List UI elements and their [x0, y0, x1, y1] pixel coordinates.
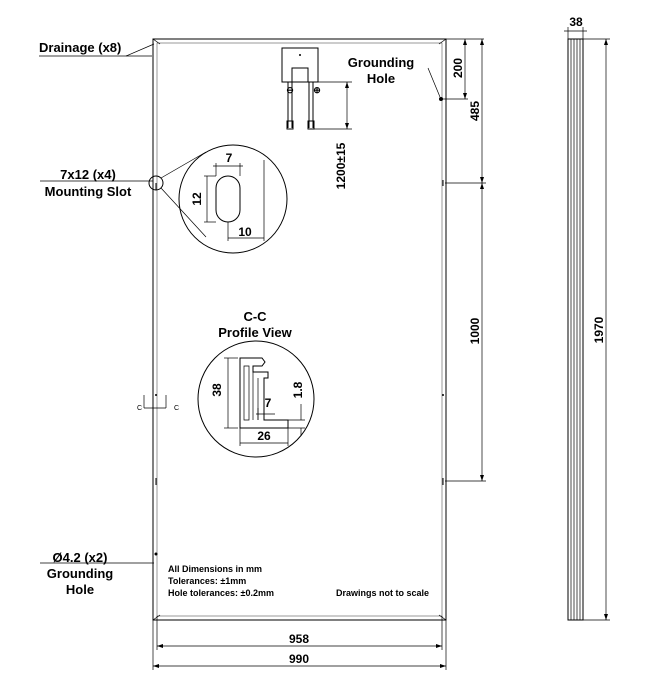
profile-height-label: 38 [210, 383, 224, 397]
dim-200: 200 [451, 58, 465, 78]
notes-line2: Tolerances: ±1mm [168, 576, 246, 586]
junction-box: ⊖ ⊕ [281, 47, 321, 130]
bottom-dimensions: 958 990 [152, 616, 447, 670]
dim-1000: 1000 [468, 317, 482, 344]
notes-line1: All Dimensions in mm [168, 564, 262, 574]
grounding-bottom-line1: Ø4.2 (x2) [53, 550, 108, 565]
mounting-slot-label-line2: Mounting Slot [45, 184, 132, 199]
drainage-label: Drainage (x8) [39, 40, 121, 55]
mounting-slot-detail: 7 12 10 [178, 144, 288, 254]
slot-offset-label: 10 [238, 225, 252, 239]
grounding-bottom-line3: Hole [66, 582, 94, 597]
grounding-hole-label-line1: Grounding [348, 55, 414, 70]
grounding-hole-bottom-marker [154, 552, 158, 556]
side-view: 38 1970 [564, 15, 610, 621]
profile-thickness-label: 1.8 [291, 381, 305, 398]
notes-line3: Hole tolerances: ±0.2mm [168, 588, 274, 598]
grounding-hole-label-line2: Hole [367, 71, 395, 86]
grounding-hole-top-marker [439, 97, 443, 101]
profile-title-line1: C-C [243, 309, 267, 324]
section-c-right: C [174, 405, 179, 412]
not-to-scale-note: Drawings not to scale [336, 588, 429, 598]
profile-view-detail: 38 1.8 7 26 [197, 340, 315, 458]
profile-gap-label: 7 [265, 396, 272, 410]
plus-terminal: ⊕ [313, 85, 321, 95]
dim-990: 990 [289, 652, 309, 666]
grounding-bottom-line2: Grounding [47, 566, 113, 581]
cable-length-label: 1200±15 [334, 142, 348, 189]
dim-958: 958 [289, 632, 309, 646]
slot-height-label: 12 [190, 192, 204, 206]
dim-1970: 1970 [592, 316, 606, 343]
profile-width-label: 26 [257, 429, 271, 443]
dim-485: 485 [468, 101, 482, 121]
right-dimensions: 200 485 1000 [440, 38, 486, 482]
section-markers: C C [137, 395, 179, 412]
cable-length-dimension: 1200±15 [314, 81, 352, 189]
panel-frame [152, 38, 447, 621]
section-c-left: C [137, 405, 142, 412]
profile-title-line2: Profile View [218, 325, 292, 340]
minus-terminal: ⊖ [286, 85, 294, 95]
slot-width-label: 7 [226, 151, 233, 165]
dim-38: 38 [569, 15, 583, 29]
mounting-slot-label-line1: 7x12 (x4) [60, 167, 116, 182]
